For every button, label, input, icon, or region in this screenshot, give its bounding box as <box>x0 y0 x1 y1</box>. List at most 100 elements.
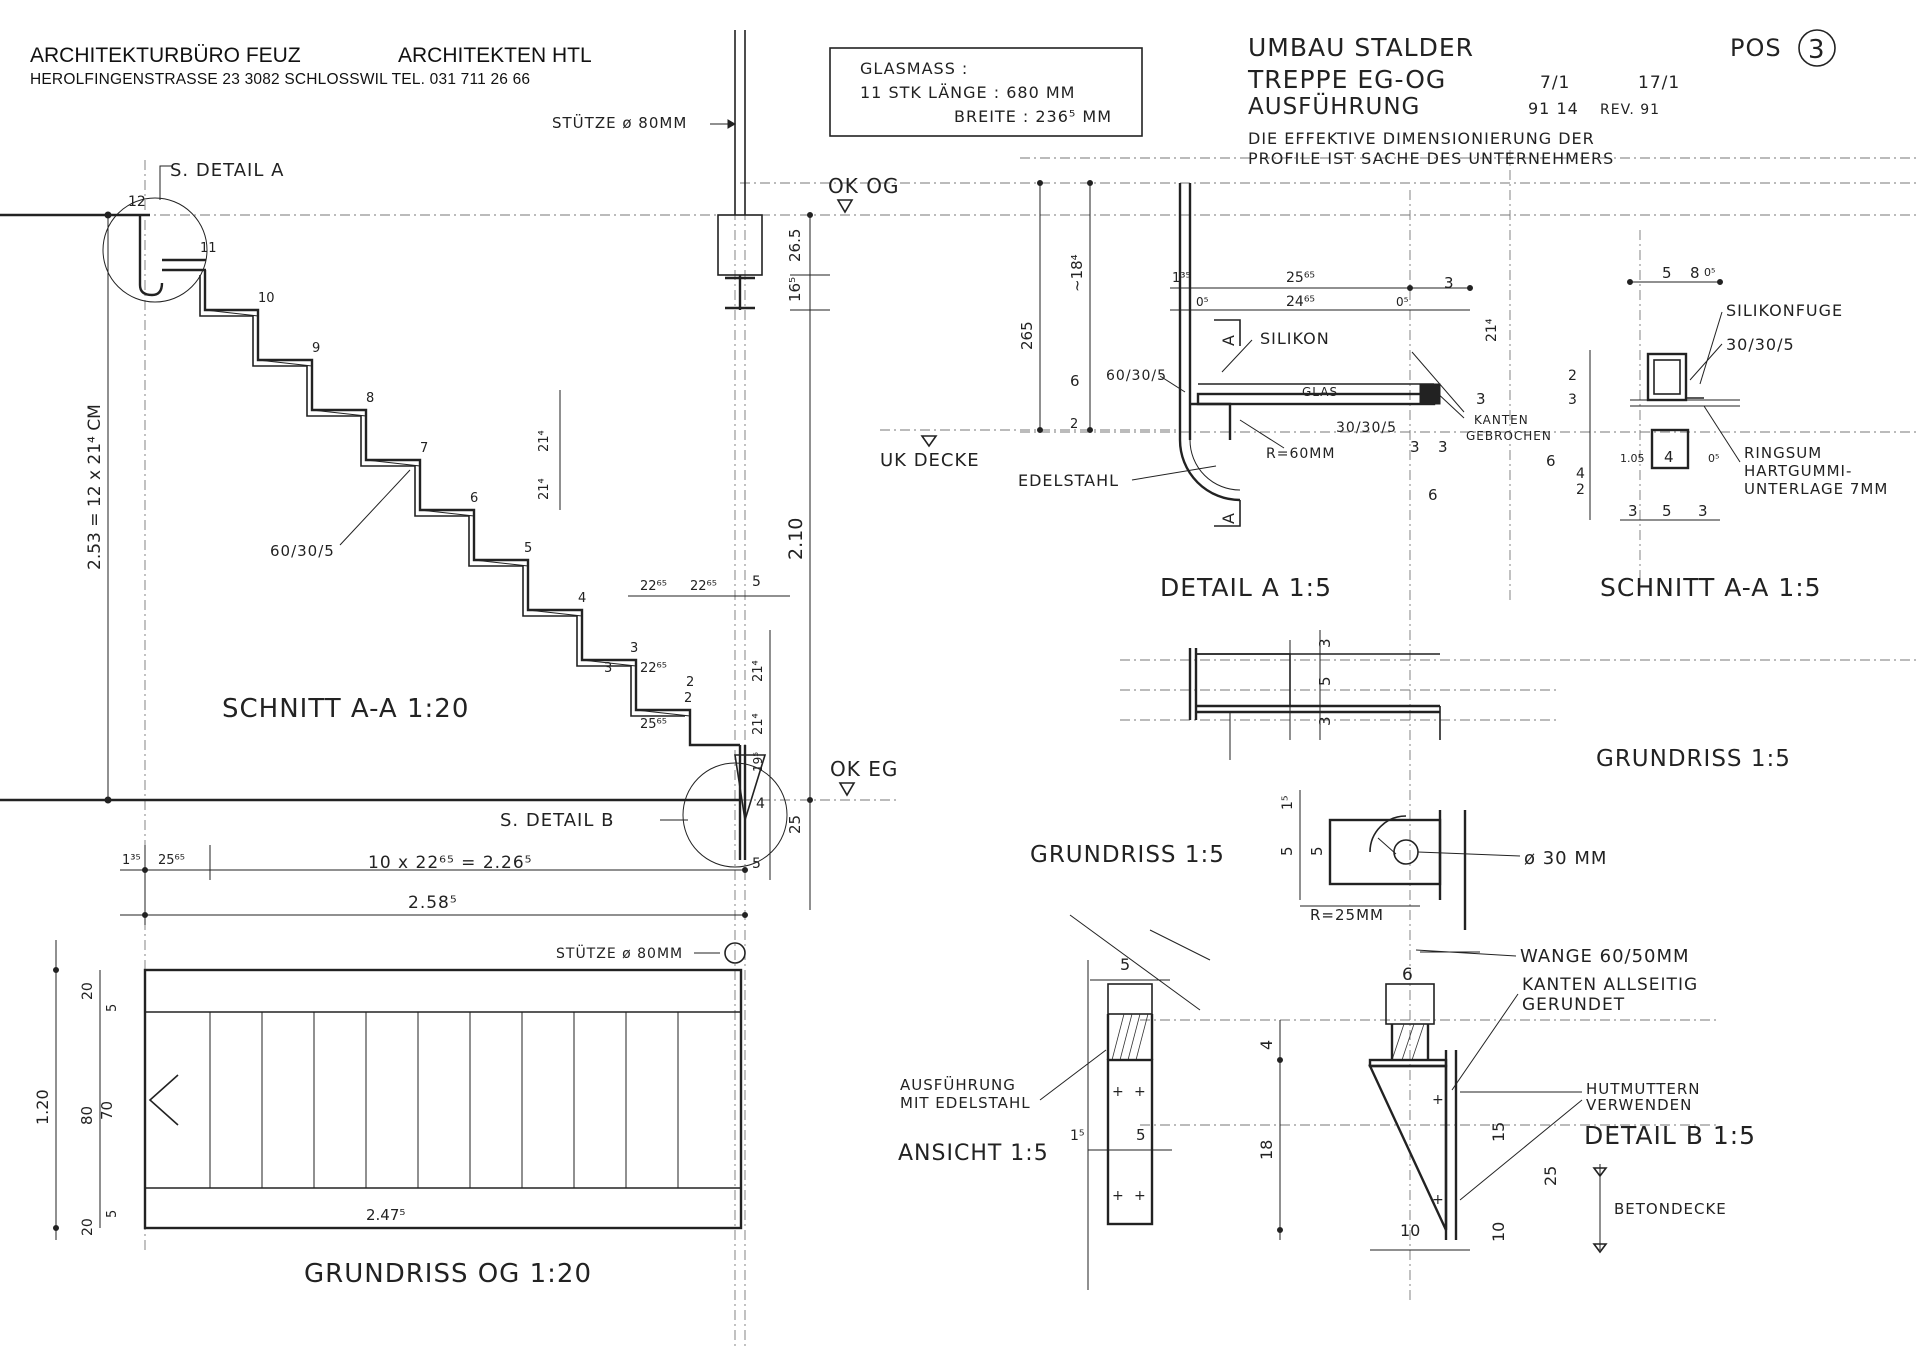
detail-b: WANGE 60/50MM KANTEN ALLSEITIG GERUNDET … <box>1257 946 1755 1254</box>
sheet-number-a: 7/1 <box>1540 73 1570 93</box>
dim-05: 0⁵ <box>1396 295 1409 309</box>
tread-dim: 22⁶⁵ <box>690 579 717 594</box>
grb-dim-5: 5 <box>1278 846 1296 856</box>
dia-label: ø 30 MM <box>1524 848 1607 869</box>
section-title: SCHNITT A-A 1:20 <box>222 694 469 724</box>
run-total-dim: 2.58⁵ <box>408 893 458 913</box>
grb-dim-5b: 5 <box>1308 846 1326 856</box>
aa-dim-05: 0⁵ <box>1708 452 1719 465</box>
aa-profile: 30/30/5 <box>1726 335 1795 354</box>
edelstahl-note: MIT EDELSTAHL <box>900 1094 1031 1112</box>
kanten-label: KANTEN <box>1474 413 1529 427</box>
project-subject: TREPPE EG-OG <box>1247 65 1446 94</box>
tread-dim: 22⁶⁵ <box>640 661 667 676</box>
ausfuehrung-label: AUSFÜHRUNG <box>900 1075 1016 1094</box>
dim-135: 1³⁵ <box>122 853 141 868</box>
profile-30: 30/30/5 <box>1336 420 1397 436</box>
ringsum-label: RINGSUM <box>1744 444 1822 462</box>
detail-b-bubble <box>682 762 788 868</box>
column-label-bottom: STÜTZE ø 80MM <box>556 944 683 962</box>
dim-3: 3 <box>1444 274 1454 292</box>
dim-195: 19⁵ <box>751 752 765 772</box>
riser-dim: 21⁴ <box>751 660 766 682</box>
step-number: 6 <box>470 491 478 506</box>
column-label-top: STÜTZE ø 80MM <box>552 113 687 132</box>
office-title: ARCHITEKTEN HTL <box>398 44 592 67</box>
stair-section: STÜTZE ø 80MM OK OG S. DETAIL A <box>0 30 899 925</box>
dim-2565: 25⁶⁵ <box>1286 270 1315 286</box>
aa-dim-5: 5 <box>1662 264 1672 282</box>
plan-length: 2.47⁵ <box>366 1206 405 1224</box>
cross-mark: + <box>1432 1092 1444 1108</box>
aa-dim-105: 1.05 <box>1620 452 1645 465</box>
step-number: 11 <box>200 241 217 256</box>
level-ok-og: OK OG <box>828 174 899 198</box>
step-number: 8 <box>366 391 374 406</box>
plan-detail-upper: 3 5 3 GRUNDRISS 1:5 <box>1188 630 1791 772</box>
detail-b-reference: S. DETAIL B <box>500 810 614 831</box>
dim-5: 5 <box>752 574 761 590</box>
stair-treads <box>199 270 740 747</box>
elevation-detail: + + + + 5 1⁵ 5 AUSFÜHRUNG MIT EDELSTAHL … <box>898 914 1211 1290</box>
project-stage: AUSFÜHRUNG <box>1248 92 1420 120</box>
plan-inner-2: 70 <box>98 1101 116 1120</box>
aa-dim-3: 3 <box>1698 502 1708 520</box>
dim-265: 265 <box>1018 321 1036 350</box>
glass-line-1: GLASMASS : <box>860 59 968 78</box>
dim-4: 4 <box>756 796 765 812</box>
dim-2465: 24⁶⁵ <box>1286 294 1315 310</box>
ans-dim-5: 5 <box>1120 955 1130 974</box>
drawing-date: 91 14 <box>1528 99 1579 118</box>
step-number: 3 <box>630 641 638 656</box>
dim-2: 2 <box>1070 417 1078 432</box>
glass-schedule: GLASMASS : 11 STK LÄNGE : 680 MM BREITE … <box>829 47 1143 137</box>
riser-dim: 21⁴ <box>537 430 552 452</box>
aa-dim-5: 5 <box>1662 502 1672 520</box>
dim-6: 6 <box>1070 372 1080 390</box>
step-number: 5 <box>524 541 532 556</box>
step-number: 9 <box>312 341 320 356</box>
plan-width: 1.20 <box>33 1089 52 1125</box>
uk-decke-label: UK DECKE <box>880 450 980 471</box>
aa-dim-2: 2 <box>1576 482 1585 498</box>
step-number: 4 <box>578 591 586 606</box>
note-line-1: DIE EFFEKTIVE DIMENSIONIERUNG DER <box>1248 129 1595 148</box>
dim-25: 25 <box>786 815 804 834</box>
b-dim-10a: 10 <box>1400 1221 1420 1240</box>
verwenden-label: VERWENDEN <box>1586 1096 1692 1114</box>
gr-dim-3: 3 <box>1316 716 1334 726</box>
step-number: 7 <box>420 441 428 456</box>
unterlage-label: UNTERLAGE 7MM <box>1744 480 1888 498</box>
plan-detail-lower: ø 30 MM R=25MM 1⁵ 5 5 GRUNDRISS 1:5 <box>1030 790 1607 930</box>
height-210-dim: 2.10 <box>785 518 807 560</box>
plan-title: GRUNDRISS OG 1:20 <box>304 1259 592 1289</box>
b-dim-25: 25 <box>1541 1166 1560 1186</box>
dim-265: 26.5 <box>786 229 804 262</box>
dim-2565: 25⁶⁵ <box>158 853 185 868</box>
grundriss-a-title: GRUNDRISS 1:5 <box>1596 746 1791 772</box>
note-line-2: PROFILE IST SACHE DES UNTERNEHMERS <box>1248 149 1614 168</box>
profile-60: 60/30/5 <box>1106 368 1167 384</box>
ans-dim-5b: 5 <box>1136 1126 1146 1144</box>
plan-dim-20b: 20 <box>80 1218 96 1236</box>
stair-plan: STÜTZE ø 80MM 1.20 80 70 20 5 20 5 2.47⁵… <box>33 940 746 1289</box>
aa-dim-4: 4 <box>1576 466 1585 482</box>
ansicht-title: ANSICHT 1:5 <box>898 1141 1049 1166</box>
radius-label: R=60MM <box>1266 446 1335 462</box>
dim-3: 3 <box>1410 438 1420 456</box>
dim-3: 3 <box>604 661 612 676</box>
b-dim-10b: 10 <box>1489 1222 1508 1242</box>
b-dim-4: 4 <box>1257 1040 1276 1050</box>
aa-dim-05: 0⁵ <box>1704 266 1715 279</box>
detail-a-bubble <box>102 197 208 303</box>
kanten-allseitig-label: KANTEN ALLSEITIG <box>1522 975 1698 995</box>
aa-dim-3: 3 <box>1568 392 1577 408</box>
b-dim-15: 15 <box>1489 1122 1508 1142</box>
hartgummi-label: HARTGUMMI- <box>1744 462 1852 480</box>
cross-mark: + <box>1112 1084 1124 1100</box>
radius-b-label: R=25MM <box>1310 906 1384 924</box>
step-number: 2 <box>684 691 692 706</box>
glass-line-2: 11 STK LÄNGE : 680 MM <box>860 83 1075 102</box>
dim-3: 3 <box>1476 390 1486 408</box>
